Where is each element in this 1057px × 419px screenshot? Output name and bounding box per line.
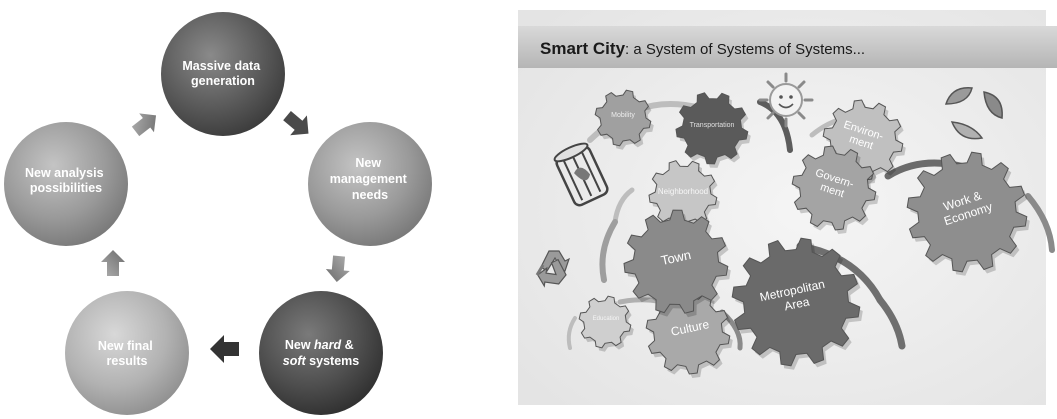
smart-city-panel: Smart City: a System of Systems of Syste… <box>518 10 1057 405</box>
gear-mobility <box>594 89 654 150</box>
cycle-arrow-3 <box>210 335 239 363</box>
cycle-arrow-2 <box>325 255 350 282</box>
trash-can-icon <box>553 142 609 207</box>
cycle-arrow-4 <box>101 250 125 276</box>
gear-government <box>791 145 879 234</box>
gear-metropolitan <box>731 237 863 370</box>
gears <box>578 89 1030 378</box>
node-label: New final results <box>98 339 156 368</box>
cycle-node-analysis-possibilities: New analysis possibilities <box>4 122 128 246</box>
gear-label-education: Education <box>593 316 620 322</box>
cycle-node-massive-data: Massive data generation <box>161 12 285 136</box>
node-label: New hard & soft systems <box>283 338 359 368</box>
cycle-arrow-5 <box>131 113 157 137</box>
recycle-icon <box>535 250 571 288</box>
gear-town <box>623 209 731 318</box>
gear-label-town: Town <box>659 247 692 268</box>
cycle-diagram: Massive data generation New management n… <box>4 12 432 415</box>
node-label: New management needs <box>330 156 411 202</box>
gear-work-economy <box>906 151 1030 276</box>
smart-city-title: Smart City: a System of Systems of Syste… <box>540 39 865 58</box>
cycle-node-hard-soft-systems: New hard & soft systems <box>259 291 383 415</box>
node-label: New analysis possibilities <box>25 166 107 195</box>
sun-icon <box>758 72 814 128</box>
gear-label-transportation: Transportation <box>690 122 735 129</box>
cycle-arrow-1 <box>283 111 309 136</box>
gear-label-neighborhood: Neighborhood <box>658 187 708 196</box>
gear-neighborhood <box>648 160 720 232</box>
cycle-node-final-results: New final results <box>65 291 189 415</box>
gear-education <box>578 295 634 352</box>
node-label: Massive data generation <box>182 59 263 88</box>
title-banner <box>518 26 1057 68</box>
gear-transportation <box>675 92 751 168</box>
cycle-node-management-needs: New management needs <box>308 122 432 246</box>
leaf-cycle-icon <box>944 87 1003 140</box>
gear-label-mobility: Mobility <box>611 112 635 119</box>
